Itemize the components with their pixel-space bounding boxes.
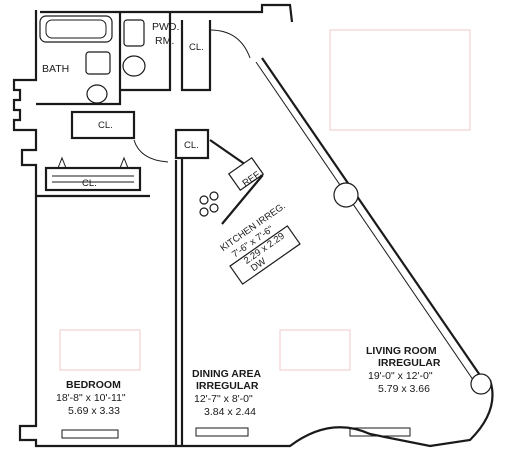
- powder-room-label-line1: PWD.: [152, 21, 179, 33]
- kitchen: REF. DW KITCHEN IRREG. 7'-6" x 7'-6" 2.2…: [199, 139, 301, 285]
- closet-kitchen: CL.: [174, 128, 210, 160]
- living-metric: 5.79 x 3.66: [378, 383, 430, 395]
- powder-room-label-line2: RM.: [155, 35, 174, 47]
- column: [470, 373, 492, 395]
- closet-label: CL.: [189, 42, 204, 53]
- counter: [229, 225, 301, 285]
- powder-room: PWD. RM.: [120, 12, 179, 92]
- bath-room: BATH: [36, 12, 122, 106]
- living-shape: IRREGULAR: [378, 357, 441, 369]
- window: [195, 427, 249, 437]
- interior-walls: [36, 158, 184, 446]
- closet-bedroom: CL.: [44, 156, 142, 192]
- toilet: [85, 51, 111, 75]
- window: [61, 429, 119, 439]
- dining-metric: 3.84 x 2.44: [204, 406, 256, 418]
- dining-imperial: 12'-7" x 8'-0": [194, 393, 253, 405]
- bedroom-imperial: 18'-8" x 10'-11": [56, 392, 126, 404]
- window: [349, 427, 411, 437]
- living-name: LIVING ROOM: [366, 345, 437, 357]
- dining-shape: IRREGULAR: [196, 380, 259, 392]
- dining-area: DINING AREA IRREGULAR 12'-7" x 8'-0" 3.8…: [192, 368, 261, 437]
- closet-label: CL.: [98, 120, 113, 131]
- bedroom-metric: 5.69 x 3.33: [68, 405, 120, 417]
- dining-name: DINING AREA: [192, 368, 261, 380]
- bedroom-name: BEDROOM: [66, 379, 121, 391]
- closet-label: CL.: [184, 140, 199, 151]
- closet-label: CL.: [82, 178, 97, 189]
- toilet: [122, 55, 146, 77]
- bath-label: BATH: [42, 63, 69, 75]
- bathtub: [39, 15, 113, 43]
- living-room: LIVING ROOM IRREGULAR 19'-0" x 12'-0" 5.…: [349, 345, 441, 437]
- exterior-walls: [12, 3, 494, 448]
- bleed-through-marks: [59, 29, 471, 371]
- column: [333, 182, 359, 208]
- living-imperial: 19'-0" x 12'-0": [368, 370, 433, 382]
- bedroom: BEDROOM 18'-8" x 10'-11" 5.69 x 3.33: [56, 379, 126, 439]
- closet-top: CL.: [180, 20, 251, 92]
- sink: [86, 84, 108, 104]
- cooktop: [199, 191, 219, 217]
- closet-hall: CL.: [70, 110, 169, 163]
- refrigerator: [227, 156, 265, 192]
